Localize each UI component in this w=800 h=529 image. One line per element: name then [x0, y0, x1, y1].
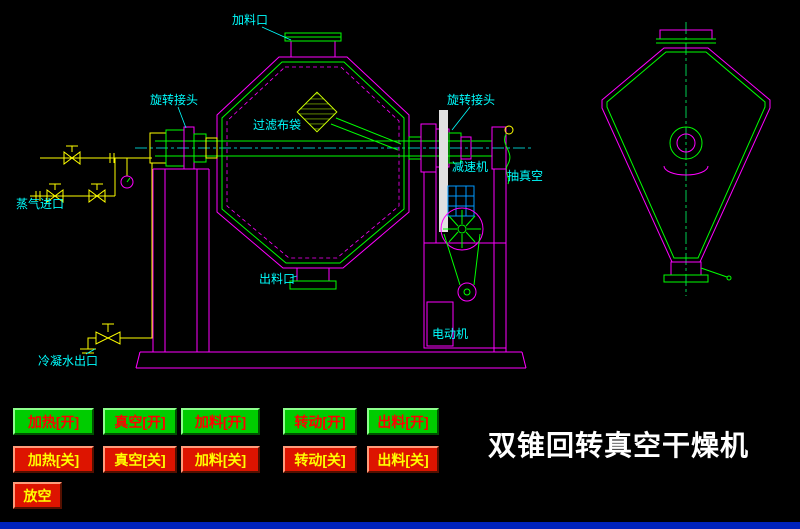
discharge-off-button[interactable]: 出料[关] [367, 446, 439, 473]
feed-off-button[interactable]: 加料[关] [181, 446, 260, 473]
shaft [155, 140, 470, 157]
rotate-off-button[interactable]: 转动[关] [283, 446, 357, 473]
front-view-vessel [216, 56, 410, 269]
steam-piping [30, 145, 152, 203]
leader-lines [85, 26, 471, 355]
bottom-border [0, 522, 800, 529]
discharge-port [289, 267, 337, 290]
side-view [601, 29, 771, 283]
label-rotary-joint-right: 旋转接头 [447, 93, 496, 107]
feed-port [284, 32, 342, 58]
left-support [152, 168, 210, 352]
label-reducer: 减速机 [452, 160, 489, 174]
label-filter-bag: 过滤布袋 [253, 118, 302, 132]
vacuum-line [504, 125, 514, 185]
pressure-gauge [120, 158, 134, 189]
condensate-piping [80, 163, 153, 354]
drive-frame [423, 169, 507, 352]
label-motor: 电动机 [432, 327, 469, 341]
base [135, 351, 527, 369]
heat-off-button[interactable]: 加热[关] [13, 446, 94, 473]
belt-guard-bar [439, 110, 448, 232]
rotate-on-button[interactable]: 转动[开] [283, 408, 357, 435]
label-vacuum: 抽真空 [507, 169, 544, 183]
vacuum-off-button[interactable]: 真空[关] [103, 446, 177, 473]
label-steam-inlet: 蒸气进口 [16, 197, 65, 211]
label-discharge-port: 出料口 [259, 272, 296, 286]
page-title: 双锥回转真空干燥机 [488, 430, 750, 461]
vacuum-on-button[interactable]: 真空[开] [103, 408, 177, 435]
reducer-box [447, 185, 475, 217]
feed-on-button[interactable]: 加料[开] [181, 408, 260, 435]
label-rotary-joint-left: 旋转接头 [150, 93, 199, 107]
motor-box [426, 301, 454, 347]
label-condensate-outlet: 冷凝水出口 [38, 354, 99, 368]
heat-on-button[interactable]: 加热[开] [13, 408, 94, 435]
vent-button[interactable]: 放空 [13, 482, 62, 509]
filter-bag [296, 91, 402, 151]
discharge-on-button[interactable]: 出料[开] [367, 408, 439, 435]
label-feed-port: 加料口 [232, 13, 269, 27]
belt-drive [440, 207, 484, 302]
